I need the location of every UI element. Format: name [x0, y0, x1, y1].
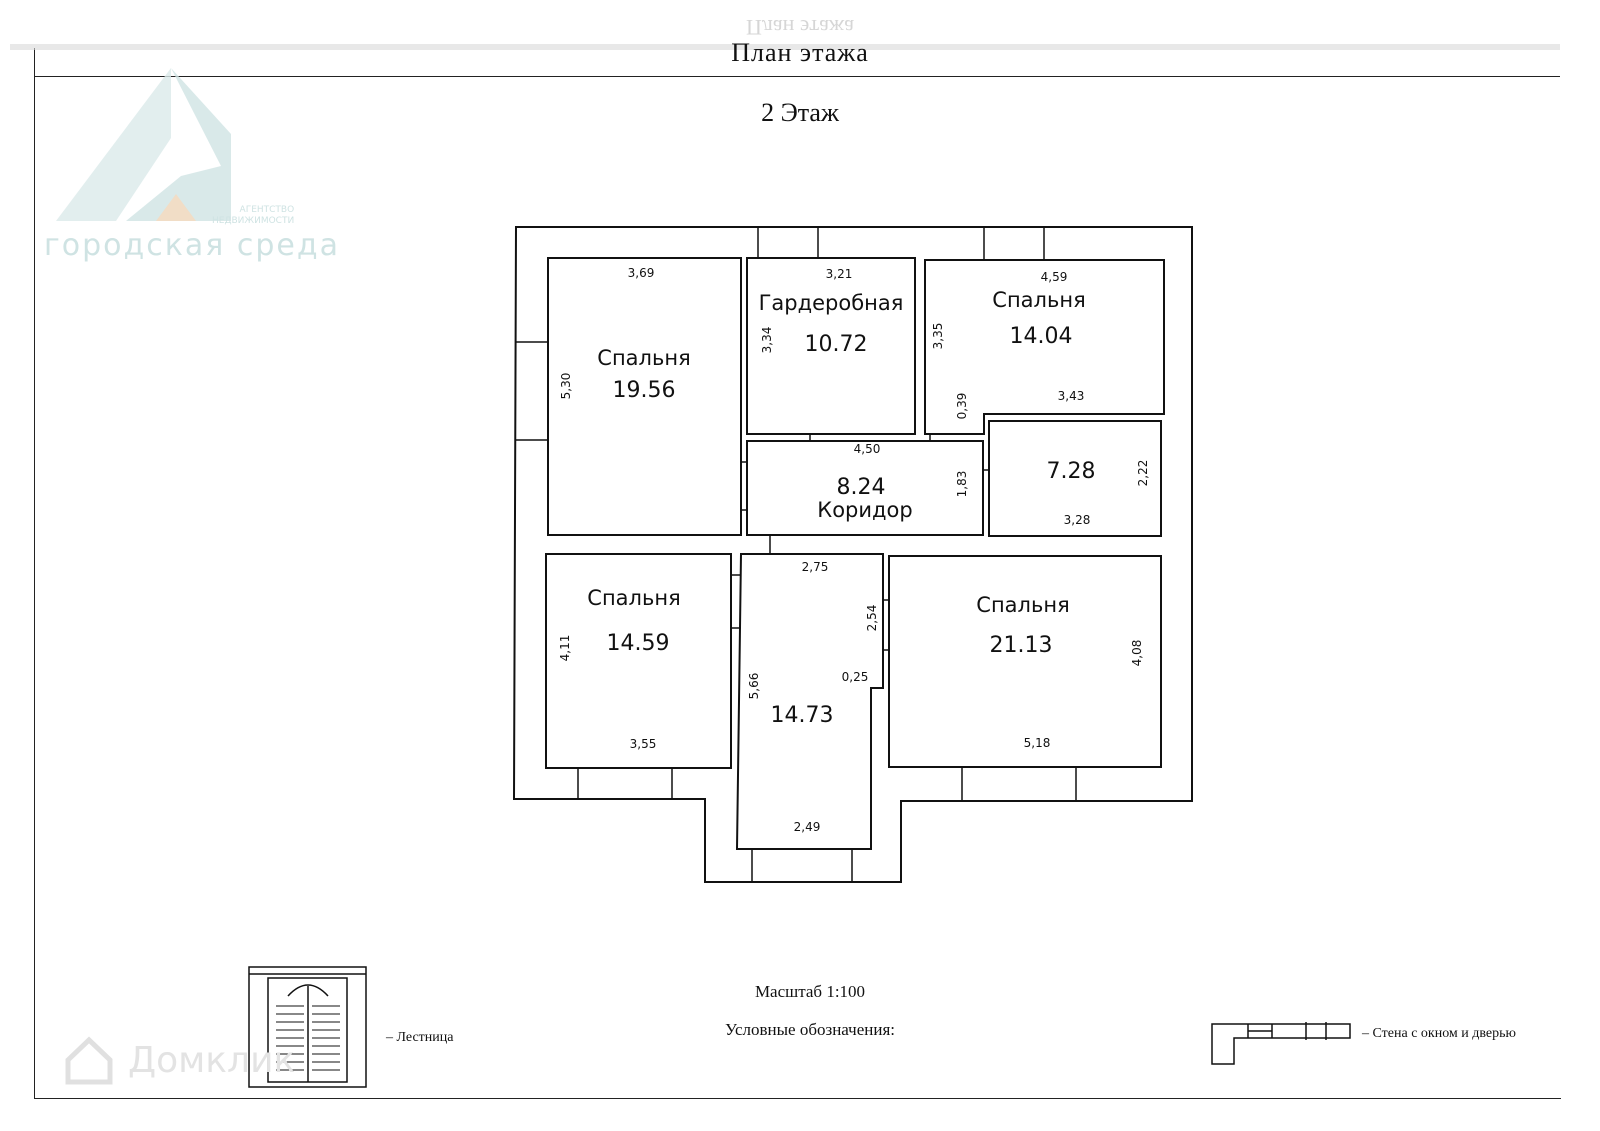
room-small [988, 420, 1162, 537]
dimension-label: 3,28 [1064, 513, 1091, 527]
dimension-label: 1,83 [955, 471, 969, 498]
dimension-label: 0,25 [842, 670, 869, 684]
domclick-house-icon [65, 1036, 113, 1085]
dimension-label: 5,66 [747, 673, 761, 700]
room-bedroom-2 [924, 259, 1165, 435]
room-area: 14.59 [607, 631, 670, 656]
agency-logo-icon [56, 68, 231, 221]
legend-stairs-label: – Лестница [386, 1030, 454, 1045]
agency-sub-line-1: АГЕНТСТВО [239, 205, 295, 215]
room-bedroom-3 [545, 553, 732, 769]
legend-wall-label: – Стена с окном и дверью [1362, 1026, 1516, 1041]
room-name: Спальня [976, 593, 1069, 617]
dimension-label: 2,49 [794, 820, 821, 834]
dimension-label: 3,34 [760, 327, 774, 354]
scale-label: Масштаб 1:100 [754, 982, 866, 1001]
dimension-label: 2,75 [802, 560, 829, 574]
room-area: 10.72 [805, 332, 868, 357]
dimension-label: 5,18 [1024, 736, 1051, 750]
dimension-label: 2,22 [1136, 460, 1150, 487]
room-hall [735, 553, 884, 850]
room-name: Спальня [992, 288, 1085, 312]
dimension-label: 4,08 [1130, 640, 1144, 667]
floor-label: 2 Этаж [761, 98, 839, 127]
dimension-label: 3,43 [1058, 389, 1085, 403]
agency-watermark-subtitle: АГЕНТСТВО НЕДВИЖИМОСТИ [212, 205, 294, 227]
dimension-label: 3,69 [628, 266, 655, 280]
room-area: 21.13 [990, 633, 1053, 658]
room-wardrobe [746, 257, 916, 435]
room-area: 19.56 [613, 378, 676, 403]
room-name: Гардеробная [759, 291, 904, 315]
room-bedroom-4 [888, 555, 1162, 768]
dimension-label: 3,21 [826, 267, 853, 281]
room-name: Спальня [587, 586, 680, 610]
legend-title: Условные обозначения: [724, 1020, 896, 1039]
scan-shadow [10, 44, 1560, 50]
domclick-watermark: Домклик [128, 1040, 296, 1081]
room-bedroom-1 [547, 257, 742, 536]
dimension-label: 0,39 [955, 393, 969, 420]
dimension-label: 5,30 [559, 373, 573, 400]
dimension-label: 2,54 [865, 605, 879, 632]
agency-sub-line-2: НЕДВИЖИМОСТИ [212, 216, 295, 226]
page-frame [34, 48, 1561, 1099]
header-rule [34, 76, 1560, 77]
agency-watermark: городская среда [44, 228, 340, 263]
room-name: Коридор [817, 498, 912, 522]
page-title: План этажа [731, 38, 869, 67]
dimension-label: 4,59 [1041, 270, 1068, 284]
room-corridor [746, 440, 984, 536]
dimension-label: 3,55 [630, 737, 657, 751]
dimension-label: 3,35 [931, 323, 945, 350]
room-area: 14.73 [771, 703, 834, 728]
room-area: 14.04 [1010, 324, 1073, 349]
room-name: Спальня [597, 346, 690, 370]
wall-legend-icon [1211, 1022, 1351, 1065]
room-area: 8.24 [837, 475, 886, 500]
room-area: 7.28 [1047, 459, 1096, 484]
dimension-label: 4,11 [558, 635, 572, 662]
stairs-legend-icon [248, 966, 367, 1088]
dimension-label: 4,50 [854, 442, 881, 456]
